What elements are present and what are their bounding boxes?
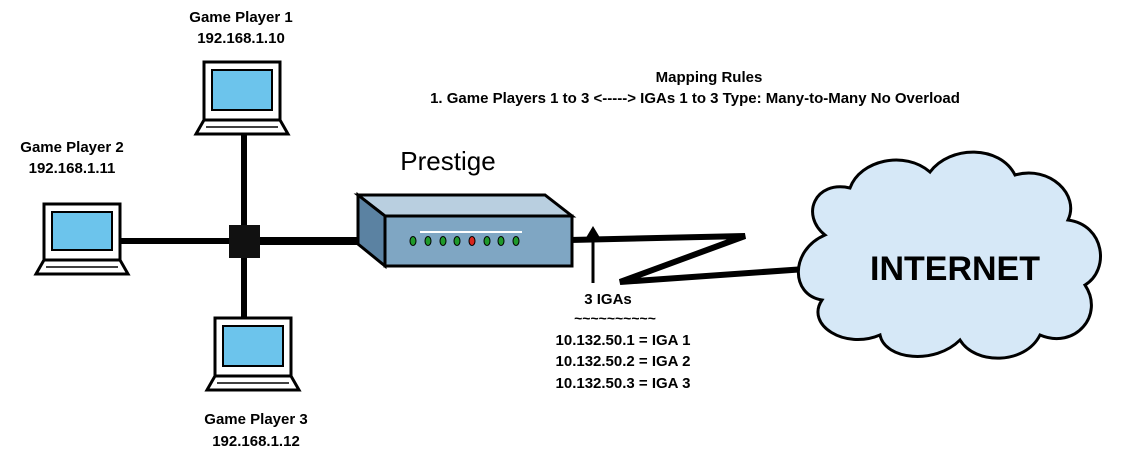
player-3-name: Game Player 3: [204, 411, 307, 428]
iga-entry-3: 10.132.50.3 = IGA 3: [556, 375, 691, 392]
igas-title: 3 IGAs: [584, 291, 632, 308]
computer-player-1: [193, 60, 291, 136]
igas-divider: ~~~~~~~~~~: [574, 310, 656, 326]
internet-cloud-icon: [796, 150, 1102, 360]
player-2-ip: 192.168.1.11: [29, 160, 116, 177]
player-1-name: Game Player 1: [189, 9, 292, 26]
led-red: [468, 236, 476, 246]
link-router-internet: [569, 233, 821, 285]
iga-entry-2: 10.132.50.2 = IGA 2: [556, 353, 691, 370]
led-green-5: [483, 236, 491, 246]
hub-switch: [229, 225, 260, 258]
player-2-name: Game Player 2: [20, 139, 123, 156]
player-1-ip: 192.168.1.10: [197, 30, 285, 47]
computer-player-2: [33, 202, 131, 276]
iga-entry-1: 10.132.50.1 = IGA 1: [556, 332, 691, 349]
screen: [211, 69, 273, 111]
router-leds: [409, 236, 520, 246]
iga-arrow-icon: [584, 226, 602, 283]
led-green-4: [453, 236, 461, 246]
computer-player-3: [204, 316, 302, 392]
led-green-7: [512, 236, 520, 246]
screen: [222, 325, 284, 367]
router-top: [353, 193, 577, 218]
internet-label: INTERNET: [870, 250, 1040, 288]
router-prestige: [353, 191, 577, 270]
screen: [51, 211, 113, 251]
router-label: Prestige: [400, 146, 495, 176]
led-green-3: [439, 236, 447, 246]
led-green-1: [409, 236, 417, 246]
led-green-6: [497, 236, 505, 246]
player-3-ip: 192.168.1.12: [212, 433, 300, 450]
mapping-rules-title: Mapping Rules: [656, 69, 763, 86]
connections: [112, 133, 821, 320]
led-green-2: [424, 236, 432, 246]
mapping-rule-1: 1. Game Players 1 to 3 <-----> IGAs 1 to…: [430, 90, 960, 107]
